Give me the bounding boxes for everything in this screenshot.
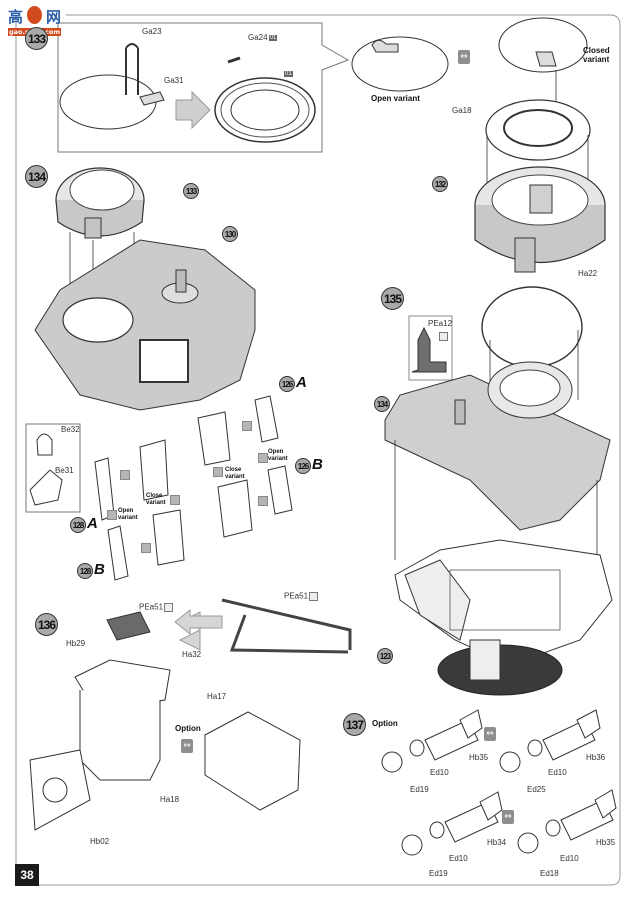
part-label-ed18: Ed18 (540, 869, 559, 878)
photo-etch-icon (309, 592, 319, 601)
part-label-ed10-3: Ed10 (449, 854, 468, 863)
alternative-swap-icon (258, 496, 268, 506)
part-label-ha18: Ha18 (160, 795, 180, 804)
part-label-be31: Be31 (55, 466, 74, 475)
alternative-swap-icon (120, 470, 130, 480)
part-label-hb29: Hb29 (66, 639, 86, 648)
ring-badge-text: 01 (284, 70, 293, 77)
part-label-hb35-2: Hb35 (596, 838, 616, 847)
part-label-hb34: Hb34 (487, 838, 507, 847)
step-133-inset (57, 22, 350, 153)
sub-letter-126b: B (312, 456, 323, 473)
axle-set-4 (517, 789, 617, 854)
ref-128b: 128 (77, 563, 93, 579)
alternative-swap-icon: ⇔ (458, 50, 470, 64)
photo-etch-icon (439, 332, 448, 341)
variant-label-close-2: Close variant (225, 467, 245, 480)
alternative-swap-icon: ⇔ (484, 727, 496, 741)
photo-etch-icon (164, 603, 174, 612)
sub-letter-128a: A (87, 515, 98, 532)
watermark-char-2: 网 (46, 8, 62, 26)
pea51-a-text: PEa51 (139, 602, 164, 612)
page-number: 38 (15, 864, 39, 886)
part-label-ed10-4: Ed10 (560, 854, 579, 863)
part-label-hb02: Hb02 (90, 837, 110, 846)
variant-label-open-1: Open variant (118, 508, 138, 521)
variant-label-open-2: Open variant (268, 449, 288, 462)
option-label-136: Option (175, 724, 201, 733)
ref-130: 130 (222, 226, 238, 242)
pea51-b-text: PEa51 (284, 591, 309, 601)
pea12-text: PEa12 (428, 319, 453, 328)
paint-icon (107, 510, 117, 520)
step-137-number: 137 (343, 713, 366, 736)
page-frame (15, 14, 621, 886)
part-label-pea51-b: PEa51 (284, 591, 319, 601)
sub-letter-126a: A (296, 374, 307, 391)
part-label-ha17: Ha17 (207, 692, 227, 701)
ref-128a: 128 (70, 517, 86, 533)
part-label-ed19-1: Ed19 (410, 785, 429, 794)
step-136-number: 136 (35, 613, 58, 636)
part-label-hb36: Hb36 (586, 753, 606, 762)
paint-icon (213, 467, 223, 477)
part-label-ga23: Ga23 (142, 27, 162, 36)
axle-set-2 (499, 709, 601, 773)
paint-icon (170, 495, 180, 505)
alternative-swap-icon (141, 543, 151, 553)
part-label-be32: Be32 (61, 425, 80, 434)
part-label-ed10-1: Ed10 (430, 768, 449, 777)
ga24-badge: 01 (268, 34, 278, 41)
ref-126a: 126 (279, 376, 295, 392)
alternative-swap-icon: ⇔ (502, 810, 514, 824)
part-label-pea12: PEa12 (428, 320, 452, 328)
sub-letter-128b: B (94, 561, 105, 578)
ga24-text: Ga24 (248, 33, 268, 42)
step-133-number: 133 (25, 27, 48, 50)
part-label-ed19-2: Ed19 (429, 869, 448, 878)
ref-126b: 126 (295, 458, 311, 474)
ref-133: 133 (183, 183, 199, 199)
thumbs-up-icon (27, 6, 42, 24)
part-label-pea51-a: PEa51 (139, 602, 174, 612)
part-label-ga31: Ga31 (164, 76, 184, 85)
step-135-number: 135 (381, 287, 404, 310)
alternative-swap-icon (242, 421, 252, 431)
open-variant-label: Open variant (371, 94, 420, 103)
option-label-137: Option (372, 719, 398, 728)
ref-132: 132 (432, 176, 448, 192)
step-134-number: 134 (25, 165, 48, 188)
axle-set-3 (401, 791, 503, 856)
part-label-ha32: Ha32 (182, 650, 202, 659)
variant-label-close-1: Close variant (146, 493, 166, 506)
part-label-ed10-2: Ed10 (548, 768, 567, 777)
ring-badge: 01 (283, 70, 293, 78)
axle-set-1 (381, 709, 483, 773)
ref-134: 134 (374, 396, 390, 412)
part-label-hb35-1: Hb35 (469, 753, 489, 762)
paint-icon (258, 453, 268, 463)
ref-123: 123 (377, 648, 393, 664)
part-label-ga18: Ga18 (452, 106, 472, 115)
alternative-swap-icon: ⇔ (181, 739, 193, 753)
watermark-char-1: 高 (8, 8, 24, 26)
part-label-ed25: Ed25 (527, 785, 546, 794)
closed-variant-label: Closed variant (583, 46, 610, 64)
part-label-ha22: Ha22 (578, 269, 598, 278)
